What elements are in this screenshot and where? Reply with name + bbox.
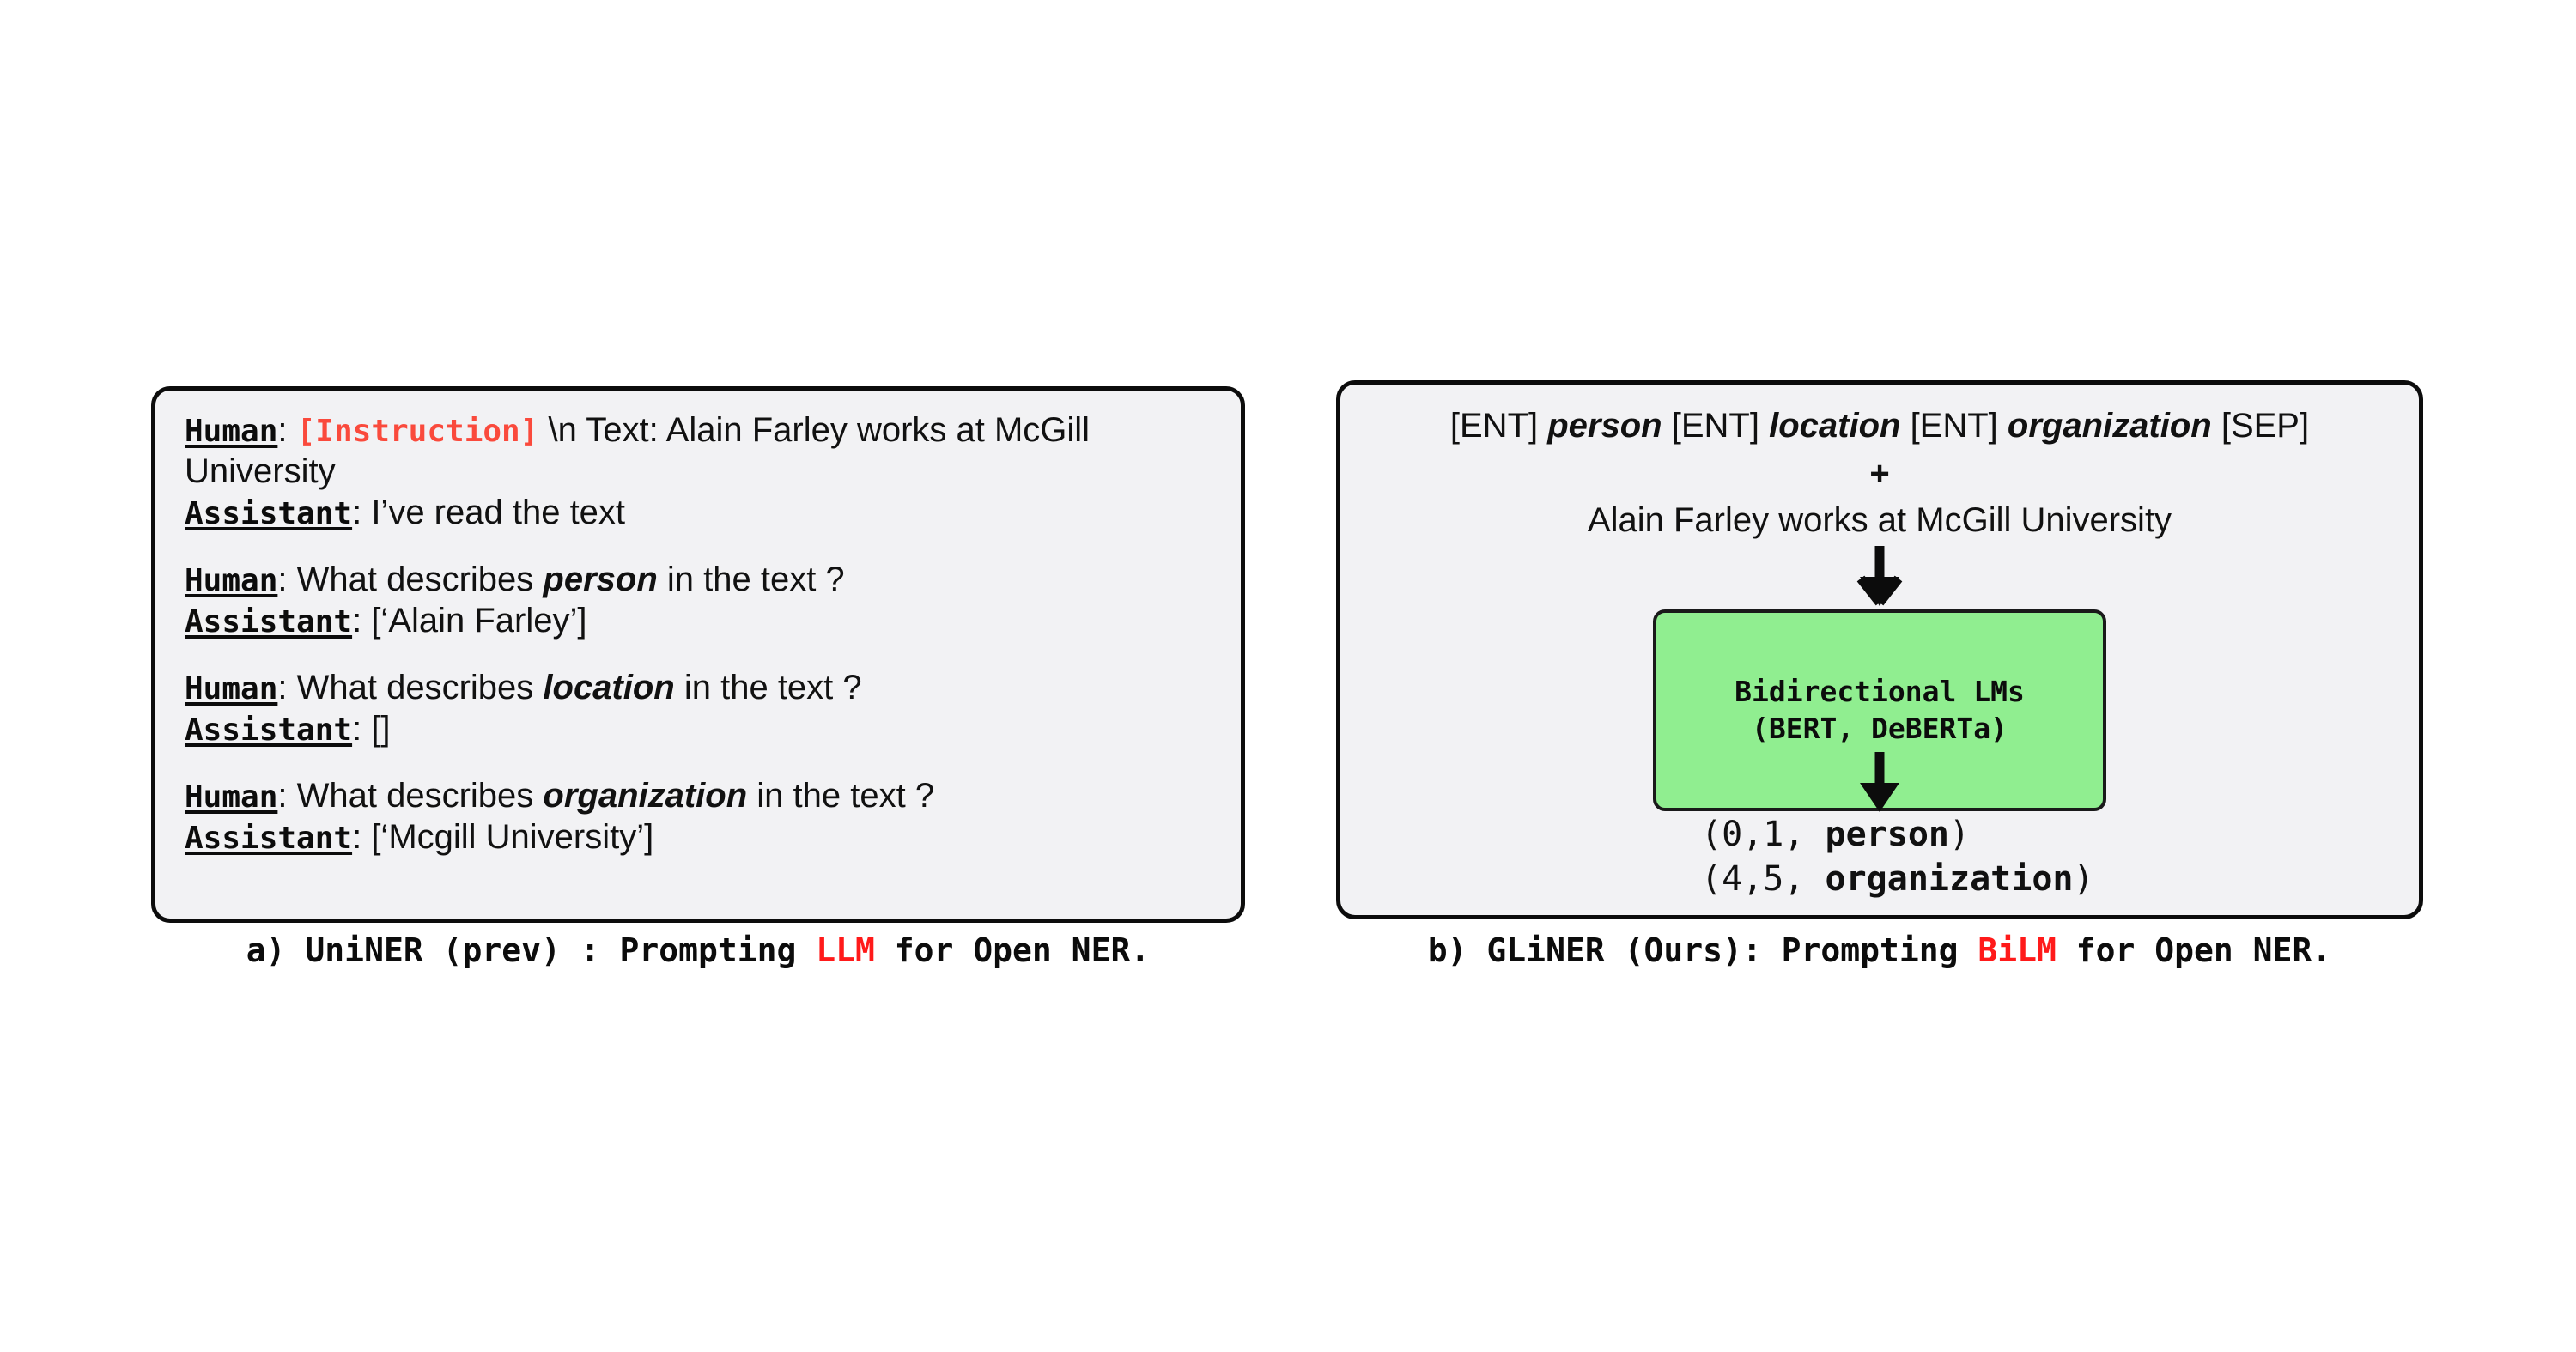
role-colon: : [277, 777, 288, 815]
conversation-turn: Human: What describes organization in th… [185, 775, 1224, 816]
entity-type: person [543, 561, 658, 598]
role-label: Assistant [185, 712, 353, 748]
role-label: Assistant [185, 496, 353, 531]
turn-text: [] [361, 710, 391, 748]
conversation-turn: Assistant: [‘Alain Farley’] [185, 600, 1224, 641]
output-entity-type: organization [1825, 859, 2074, 899]
arrow-down-icon [1856, 752, 1904, 818]
conversation-transcript: Human: [Instruction] \n Text: Alain Farl… [185, 409, 1224, 858]
turn-text: What describes [287, 669, 544, 706]
turn-text: \n Text: Alain Farley works at McGill Un… [185, 411, 1091, 490]
role-label: Assistant [185, 821, 353, 856]
output-close-paren: ) [1949, 815, 1971, 854]
turn-text: What describes [287, 777, 544, 815]
ent-token: [ENT] [1671, 407, 1759, 445]
turn-text-tail: in the text ? [747, 777, 935, 815]
turn-text: [‘Alain Farley’] [361, 602, 587, 640]
conversation-turn: Assistant: I’ve read the text [185, 492, 1224, 533]
entity-type: organization [543, 777, 748, 815]
entity-type-organization: organization [2007, 407, 2212, 445]
output-spans: (0,1, person) (4,5, organization) [1340, 812, 2419, 901]
role-colon: : [277, 411, 288, 449]
turn-text-tail: in the text ? [657, 561, 845, 598]
turn-text: What describes [287, 561, 544, 598]
output-entity-type: person [1825, 815, 1950, 854]
caption-highlight: BiLM [1978, 931, 2057, 969]
turn-text: I’ve read the text [361, 494, 626, 531]
caption-prefix: a) UniNER (prev) : Prompting [246, 931, 817, 969]
role-colon: : [352, 494, 362, 531]
model-box-line-2: (BERT, DeBERTa) [1751, 711, 2008, 745]
caption-highlight: LLM [816, 931, 875, 969]
role-colon: : [352, 602, 362, 640]
uniner-panel: Human: [Instruction] \n Text: Alain Farl… [151, 386, 1245, 923]
instruction-token: [Instruction] [296, 414, 539, 449]
output-span-indices: (0,1, [1701, 815, 1826, 854]
conversation-turn: Assistant: [] [185, 708, 1224, 749]
caption-suffix: for Open NER. [874, 931, 1151, 969]
caption-prefix: b) GLiNER (Ours): Prompting [1427, 931, 1978, 969]
sep-token: [SEP] [2221, 407, 2310, 445]
input-sentence: Alain Farley works at McGill University [1587, 501, 2172, 539]
gliner-flow: [ENT] person [ENT] location [ENT] organi… [1340, 385, 2419, 915]
output-span-indices: (4,5, [1701, 859, 1826, 899]
role-label: Human [185, 414, 278, 449]
turn-text: [‘Mcgill University’] [361, 818, 654, 856]
output-row: (4,5, organization) [1340, 857, 2419, 901]
conversation-turn: Human: What describes location in the te… [185, 667, 1224, 708]
output-row: (0,1, person) [1340, 812, 2419, 857]
conversation-turn: Assistant: [‘Mcgill University’] [185, 816, 1224, 858]
panel-a-caption: a) UniNER (prev) : Prompting LLM for Ope… [151, 931, 1245, 969]
arrow-down-icon [1856, 546, 1904, 612]
role-label: Human [185, 779, 278, 815]
ent-token: [ENT] [1910, 407, 1998, 445]
role-colon: : [277, 669, 288, 706]
role-label: Human [185, 563, 278, 598]
entity-prompt-line: [ENT] person [ENT] location [ENT] organi… [1340, 407, 2419, 446]
entity-type-person: person [1547, 407, 1662, 445]
panel-b-caption: b) GLiNER (Ours): Prompting BiLM for Ope… [1336, 931, 2423, 969]
gliner-panel: [ENT] person [ENT] location [ENT] organi… [1336, 380, 2423, 919]
plus-operator: + [1869, 455, 1890, 493]
model-box-line-1: Bidirectional LMs [1735, 674, 2025, 708]
caption-suffix: for Open NER. [2056, 931, 2332, 969]
role-label: Human [185, 671, 278, 706]
role-colon: : [277, 561, 288, 598]
entity-type: location [543, 669, 675, 706]
turn-text-tail: in the text ? [674, 669, 862, 706]
entity-type-location: location [1769, 407, 1901, 445]
conversation-turn: Human: What describes person in the text… [185, 559, 1224, 600]
conversation-turn: Human: [Instruction] \n Text: Alain Farl… [185, 409, 1224, 492]
role-colon: : [352, 710, 362, 748]
ent-token: [ENT] [1449, 407, 1539, 445]
output-close-paren: ) [2073, 859, 2094, 899]
role-colon: : [352, 818, 362, 856]
role-label: Assistant [185, 604, 353, 640]
